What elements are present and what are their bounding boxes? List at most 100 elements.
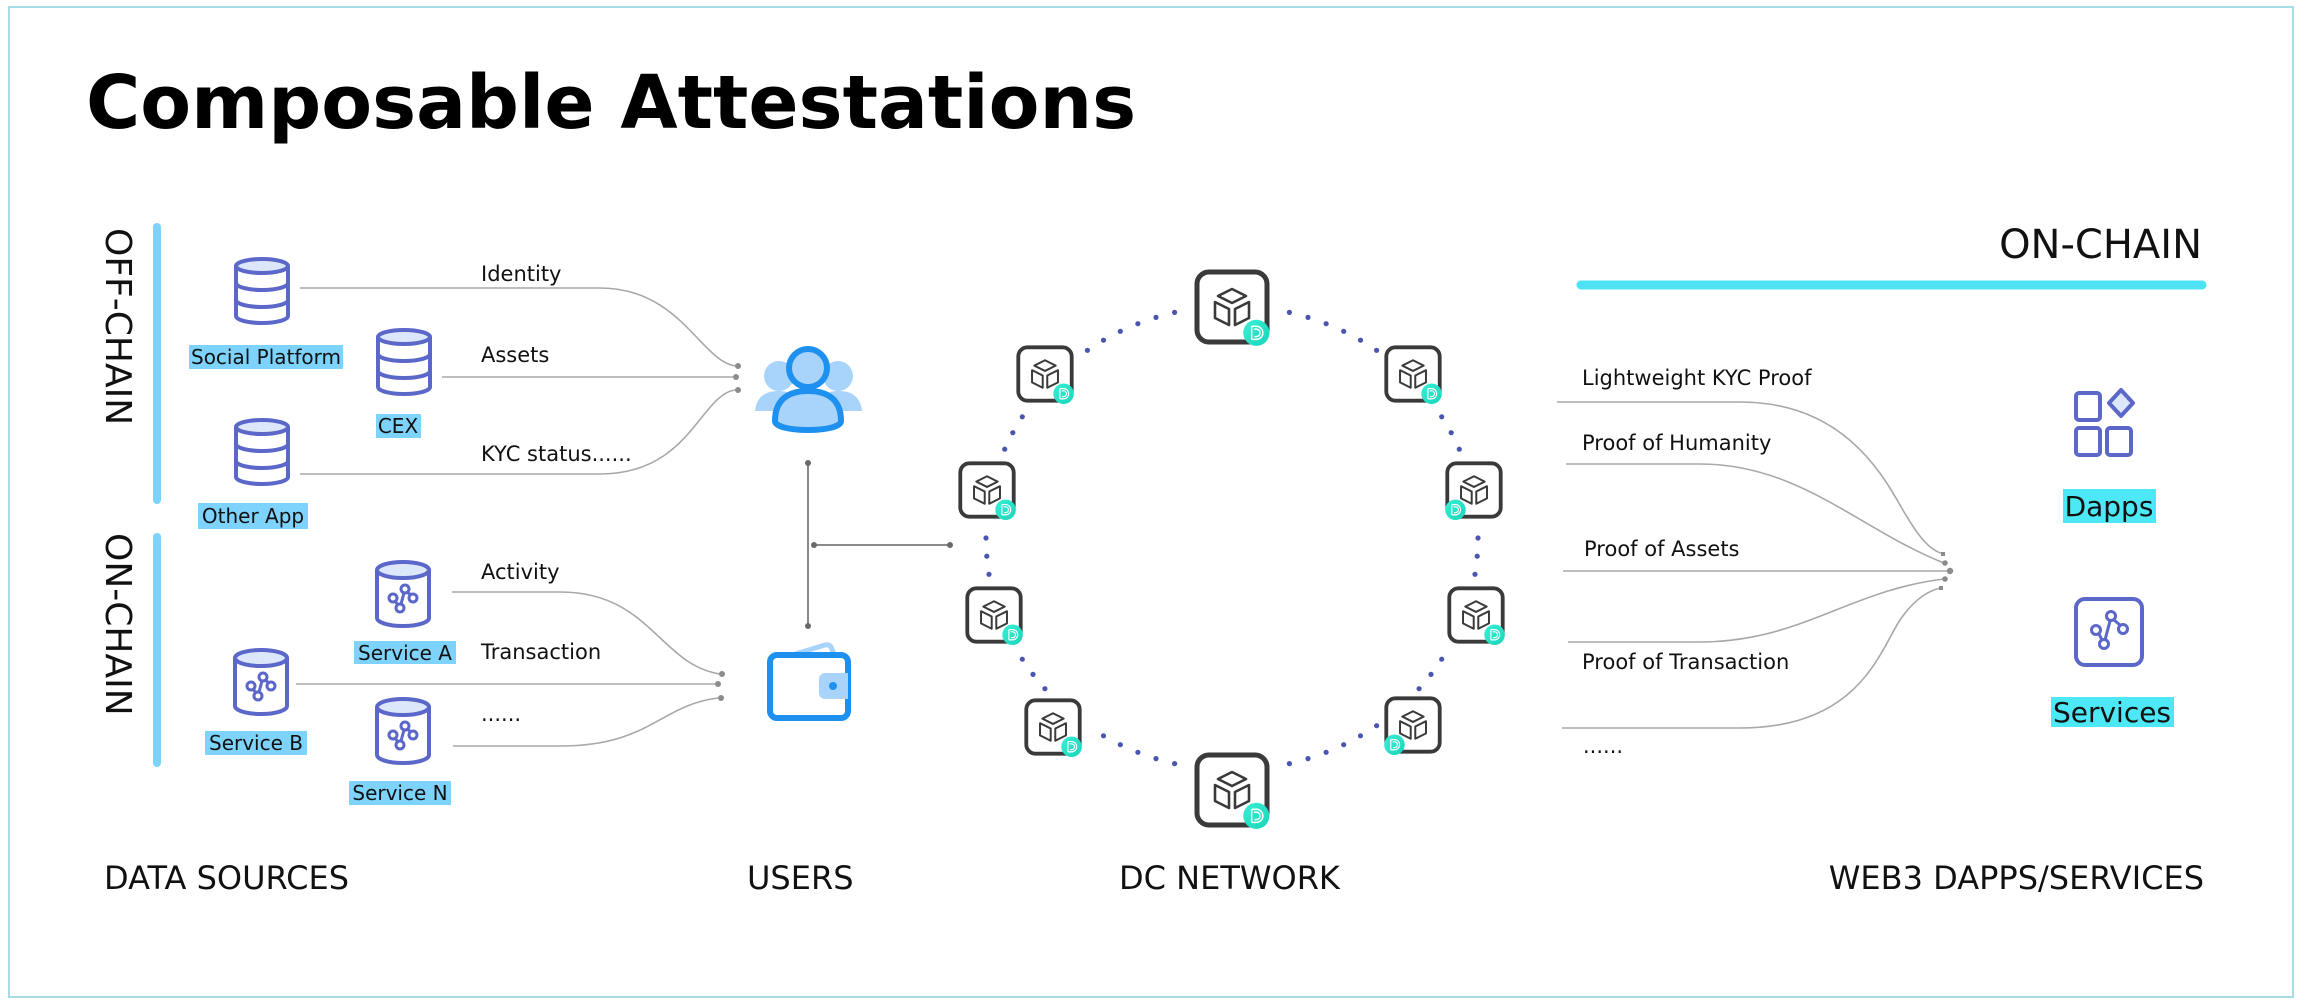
source-label: Other App (202, 504, 304, 528)
source-cex[interactable]: CEX (376, 328, 432, 438)
dc-network-ring (958, 272, 1506, 830)
database-icon (234, 257, 290, 325)
label-highlight (2051, 697, 2174, 727)
ring-dot (1474, 553, 1480, 559)
dc-badge-icon (1242, 319, 1271, 347)
target-dapps[interactable]: Dapps (2063, 388, 2156, 523)
service-database-icon (233, 648, 289, 716)
diagram-frame (8, 6, 2294, 998)
connector-end-dot (718, 695, 724, 701)
proof-label: Proof of Transaction (1582, 650, 1789, 674)
dc-node[interactable] (1444, 461, 1503, 521)
source-label: Service B (209, 731, 303, 755)
ring-dot (1042, 686, 1048, 692)
edge-label-assets: Assets (481, 343, 549, 367)
label-highlight (376, 414, 421, 438)
edge-label-activity: Activity (481, 560, 560, 584)
source-service-b[interactable]: Service B (205, 648, 307, 755)
section-users: USERS (747, 859, 854, 897)
dc-node[interactable] (1024, 698, 1083, 758)
connector-activity (452, 591, 721, 675)
target-label: Services (2053, 696, 2171, 729)
ring-dot (984, 553, 990, 559)
source-label: Service N (352, 781, 447, 805)
on-chain-header: ON-CHAIN (1999, 222, 2202, 268)
ring-dot (1019, 414, 1025, 420)
ring-dot (1374, 347, 1380, 353)
proof-label: Proof of Assets (1584, 537, 1740, 561)
ring-dot (1439, 414, 1445, 420)
ring-dot (1002, 446, 1008, 452)
ring-dot (1416, 686, 1422, 692)
dc-badge-icon (1052, 382, 1075, 405)
label-highlight (354, 641, 456, 664)
connector-end-dot (735, 363, 741, 369)
ring-dot (986, 571, 992, 577)
connector-more (453, 697, 719, 747)
ring-dot (1305, 756, 1311, 762)
dc-node[interactable] (965, 586, 1024, 646)
ring-dot (1323, 321, 1329, 327)
dc-badge-icon (1420, 382, 1443, 405)
ring-dot (1135, 749, 1141, 755)
source-label: CEX (378, 414, 419, 438)
source-label: Service A (358, 641, 452, 665)
connector-end-dot (715, 681, 721, 687)
dc-node[interactable] (1383, 696, 1442, 756)
connector-proof (1566, 463, 1945, 564)
dc-badge-icon (994, 498, 1017, 521)
dc-node[interactable] (1447, 586, 1506, 646)
ring-dot (1030, 671, 1036, 678)
connector-proof (1568, 578, 1945, 643)
wallet-icon[interactable] (767, 642, 851, 721)
section-dc-network: DC NETWORK (1119, 859, 1341, 897)
connector-proof (1557, 401, 1944, 555)
dc-node[interactable] (1197, 272, 1271, 347)
label-highlight (349, 781, 451, 805)
connector-proof (1562, 587, 1942, 729)
source-other-app[interactable]: Other App (198, 418, 308, 529)
ring-dot (1357, 337, 1364, 343)
proof-connectors (1557, 401, 1954, 729)
edge-label-transaction: Transaction (480, 640, 601, 664)
ring-dot (1341, 742, 1347, 748)
proof-label: Proof of Humanity (1582, 431, 1771, 455)
source-service-n[interactable]: Service N (349, 697, 451, 805)
connector-end-dot (735, 387, 741, 393)
dc-badge-icon (1483, 623, 1506, 646)
ring-dot (1153, 314, 1159, 320)
dc-node[interactable] (1197, 755, 1271, 830)
page-title: Composable Attestations (86, 60, 1136, 146)
dc-badge-icon (1242, 802, 1271, 830)
dc-badge-icon (1383, 733, 1406, 756)
service-database-icon (375, 697, 431, 765)
ring-dot (1117, 742, 1123, 748)
dc-node[interactable] (1016, 345, 1075, 405)
ring-dot (1357, 733, 1364, 739)
ring-dot (1172, 761, 1178, 767)
offchain-connectors (300, 287, 741, 475)
off-chain-label: OFF-CHAIN (97, 228, 138, 425)
label-highlight (205, 731, 307, 755)
ring-dot (1341, 328, 1347, 334)
ring-dot (1456, 446, 1462, 452)
connector-end-dot (733, 374, 739, 380)
ring-dot (1475, 535, 1481, 541)
dc-node[interactable] (958, 461, 1017, 521)
source-service-a[interactable]: Service A (354, 560, 456, 665)
ring-dot (1448, 430, 1454, 436)
ring-dot (1153, 756, 1159, 762)
edge-label-identity: Identity (481, 262, 561, 286)
dc-badge-icon (1444, 498, 1467, 521)
ring-dot (1286, 309, 1292, 315)
proof-label: Lightweight KYC Proof (1582, 366, 1812, 390)
dc-badge-icon (1060, 735, 1083, 758)
connector-identity (300, 287, 736, 367)
section-web3: WEB3 DAPPS/SERVICES (1829, 859, 2204, 897)
source-social-platform[interactable]: Social Platform (189, 257, 343, 369)
on-chain-side-label: ON-CHAIN (97, 533, 138, 716)
dc-node[interactable] (1384, 345, 1443, 405)
target-services[interactable]: Services (2051, 597, 2174, 729)
users-icon[interactable] (755, 346, 862, 434)
